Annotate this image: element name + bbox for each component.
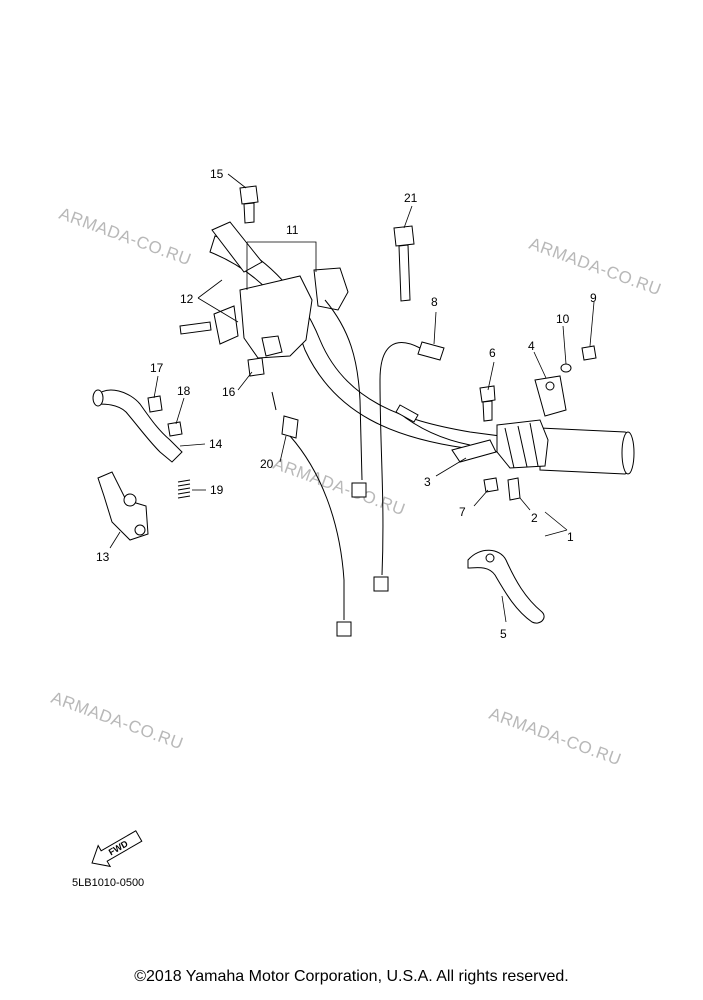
callout-19: 19: [210, 483, 224, 497]
nut-18: [167, 421, 183, 437]
watermark: ARMADA-CO.RU: [49, 688, 186, 753]
callout-6: 6: [489, 346, 496, 360]
clamp: [534, 375, 567, 417]
watermark: ARMADA-CO.RU: [527, 234, 664, 299]
callout-13: 13: [96, 550, 110, 564]
lever-holder: [97, 471, 149, 541]
clutch-switch: [271, 391, 352, 637]
copyright-notice: ©2018 Yamaha Motor Corporation, U.S.A. A…: [134, 968, 569, 985]
cable-tie: [393, 225, 415, 302]
watermark: ARMADA-CO.RU: [271, 454, 408, 519]
callout-4: 4: [528, 339, 535, 353]
callout-3: 3: [424, 475, 431, 489]
callout-21: 21: [404, 191, 418, 205]
right-grip: [539, 427, 635, 475]
bolt-15: [239, 185, 259, 224]
callout-10: 10: [556, 312, 570, 326]
callout-1: 1: [567, 530, 574, 544]
callout-8: 8: [431, 295, 438, 309]
front-brake-lever: [467, 549, 545, 624]
callout-5: 5: [500, 627, 507, 641]
bolt-2: [507, 477, 521, 501]
drawing-code: 5LB1010-0500: [72, 877, 144, 889]
watermark: ARMADA-CO.RU: [487, 704, 624, 769]
callout-16: 16: [222, 385, 236, 399]
throttle-housing: [496, 419, 549, 469]
nut-7: [483, 477, 499, 493]
callout-15: 15: [210, 167, 224, 181]
callout-7: 7: [459, 505, 466, 519]
spring-19: [177, 479, 191, 499]
forward-arrow-icon: FWD: [91, 830, 143, 868]
callout-17: 17: [150, 361, 164, 375]
callout-12: 12: [180, 292, 194, 306]
bracket: [179, 305, 239, 345]
callout-2: 2: [531, 511, 538, 525]
leader-lines: [109, 173, 595, 623]
washer-10: [560, 363, 572, 373]
front-brake-switch: [373, 341, 445, 592]
nut-16: [247, 357, 265, 377]
callout-9: 9: [590, 291, 597, 305]
callout-11: 11: [286, 223, 299, 237]
callout-18: 18: [177, 384, 191, 398]
bolt-6: [479, 385, 496, 422]
bolt-9: [581, 345, 597, 361]
watermark: ARMADA-CO.RU: [57, 204, 194, 269]
handlebar-switch: [239, 267, 367, 498]
bolt-17: [147, 395, 163, 413]
clutch-lever: [92, 389, 183, 463]
callout-20: 20: [260, 457, 274, 471]
callout-14: 14: [209, 437, 223, 451]
throttle-cable: [395, 404, 497, 463]
